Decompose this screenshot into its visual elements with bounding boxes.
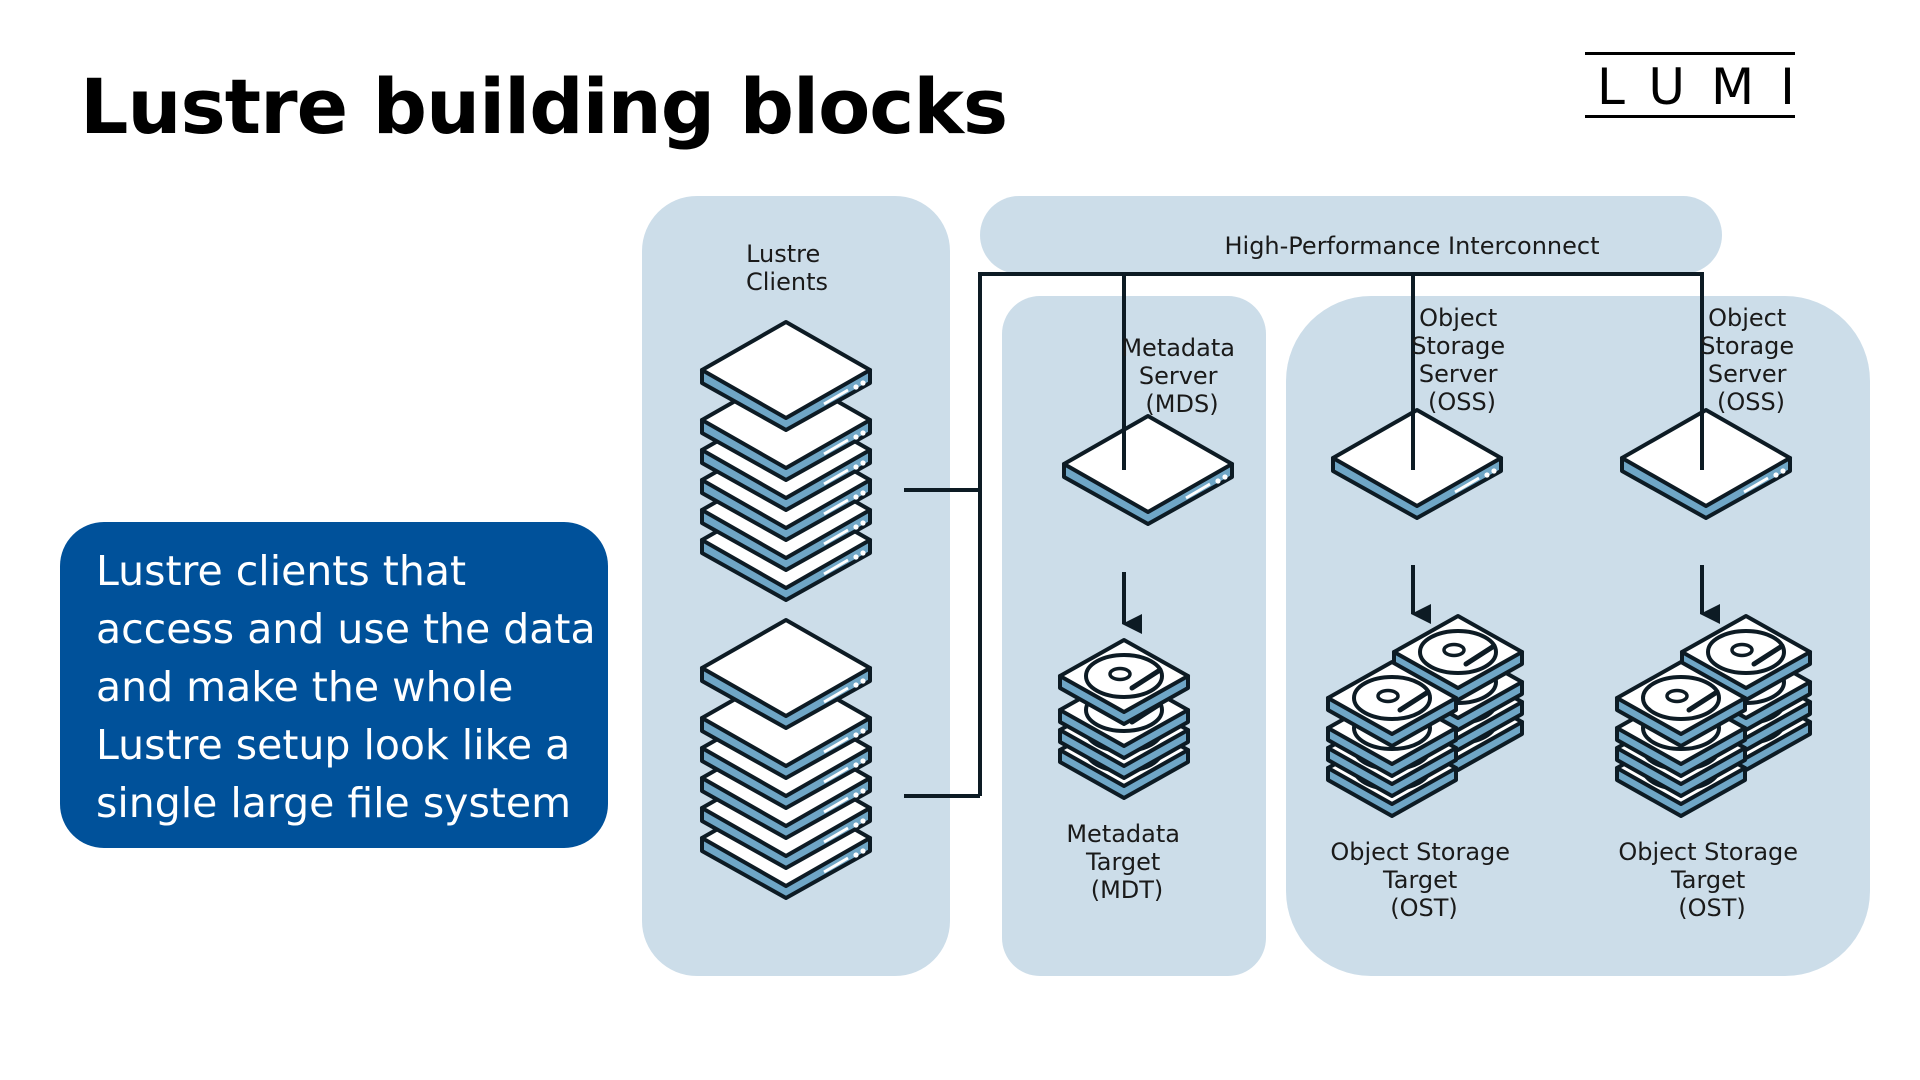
server-to-target-arrows [1122, 565, 1720, 634]
oss-label: Object Storage Server (OSS) [1700, 304, 1802, 416]
oss-label: Object Storage Server (OSS) [1411, 304, 1513, 416]
client-server-stack-bottom [700, 618, 872, 900]
ost-label: Object Storage Target (OST) [1618, 838, 1805, 922]
ost-label: Object Storage Target (OST) [1330, 838, 1517, 922]
callout-line: Lustre clients that [96, 547, 467, 595]
mds-label: Metadata Server (MDS) [1121, 334, 1242, 418]
mdt-label: Metadata Target (MDT) [1066, 820, 1187, 904]
callout-line: single large file system [96, 779, 572, 827]
network-connections [904, 272, 1704, 798]
callout-line: Lustre setup look like a [96, 721, 571, 769]
callout-line: and make the whole [96, 663, 514, 711]
lumi-logo: LUMI [1585, 52, 1795, 118]
clients-label: Lustre Clients [746, 240, 828, 296]
mdt-disk-stack [1060, 640, 1188, 798]
slide-title: Lustre building blocks [80, 62, 1008, 151]
interconnect-label: High-Performance Interconnect [1224, 232, 1599, 260]
clients-callout: Lustre clients that access and use the d… [60, 522, 608, 848]
interconnect-panel [980, 196, 1722, 274]
callout-line: access and use the data [96, 605, 596, 653]
client-server-stack-top [700, 320, 872, 602]
